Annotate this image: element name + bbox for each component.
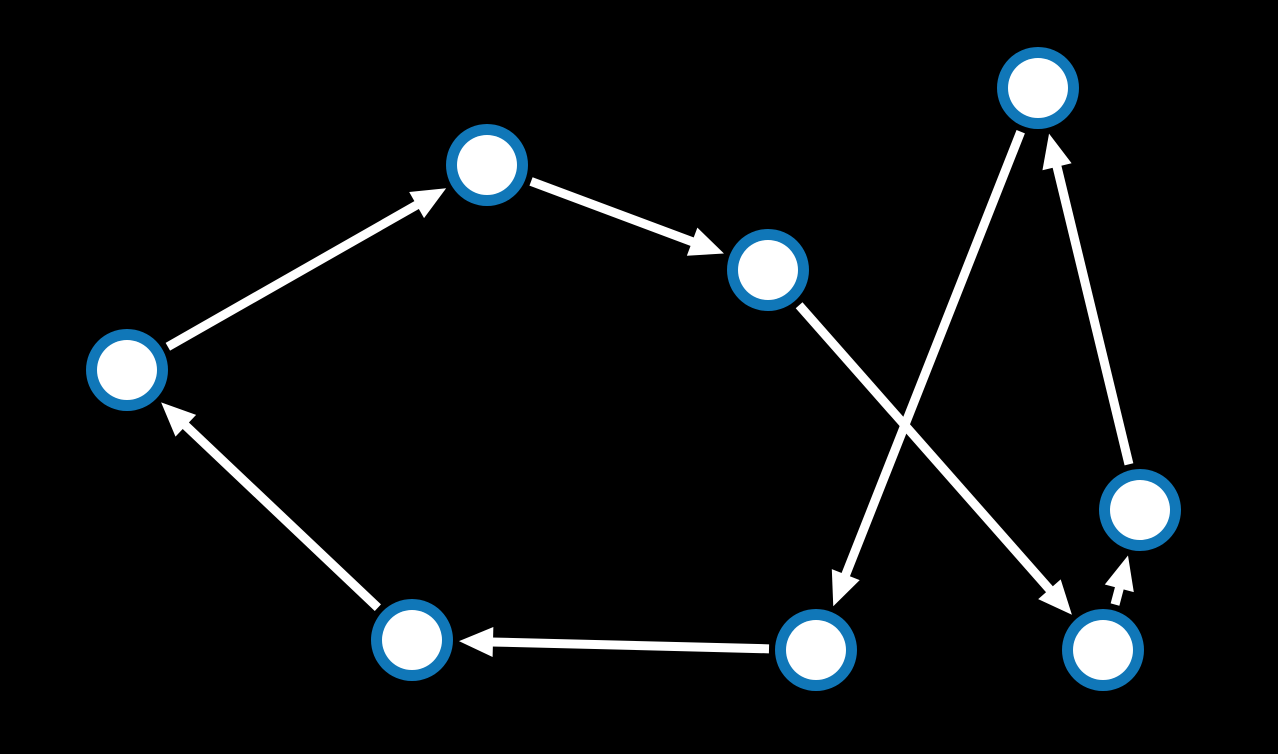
edge-arrowhead (1038, 579, 1072, 615)
graph-edge[interactable] (165, 188, 447, 351)
edge-shaft (529, 177, 696, 247)
edge-shaft (490, 637, 770, 654)
graph-node[interactable] (446, 124, 528, 206)
node-fill (1073, 620, 1133, 680)
graph-edge[interactable] (529, 177, 724, 256)
nodes-layer (86, 47, 1181, 691)
node-fill (1110, 480, 1170, 540)
graph-node[interactable] (997, 47, 1079, 129)
edges-layer (161, 130, 1134, 657)
edge-arrowhead (409, 188, 447, 219)
node-fill (1008, 58, 1068, 118)
graph-edge[interactable] (161, 402, 381, 611)
node-fill (786, 620, 846, 680)
edge-shaft (840, 130, 1025, 579)
graph-node[interactable] (86, 329, 168, 411)
edge-shaft (181, 421, 381, 611)
edge-arrowhead (458, 627, 494, 657)
graph-edge[interactable] (1042, 133, 1134, 466)
graph-edge[interactable] (1104, 555, 1134, 606)
edge-arrowhead (1042, 133, 1072, 171)
graph-node[interactable] (1099, 469, 1181, 551)
edge-arrowhead (831, 569, 860, 607)
node-fill (738, 240, 798, 300)
graph-edge[interactable] (831, 130, 1025, 607)
node-fill (382, 610, 442, 670)
graph-node[interactable] (727, 229, 809, 311)
edge-arrowhead (161, 402, 197, 437)
node-fill (457, 135, 517, 195)
graph-edge[interactable] (458, 627, 770, 657)
edge-shaft (1110, 585, 1125, 606)
graph-node[interactable] (371, 599, 453, 681)
graph-node[interactable] (1062, 609, 1144, 691)
edge-arrowhead (1104, 555, 1134, 593)
graph-edge[interactable] (795, 302, 1072, 615)
edge-shaft (795, 302, 1055, 594)
edge-arrowhead (686, 227, 724, 256)
node-fill (97, 340, 157, 400)
edge-shaft (165, 200, 421, 351)
graph-node[interactable] (775, 609, 857, 691)
edge-shaft (1052, 163, 1134, 466)
